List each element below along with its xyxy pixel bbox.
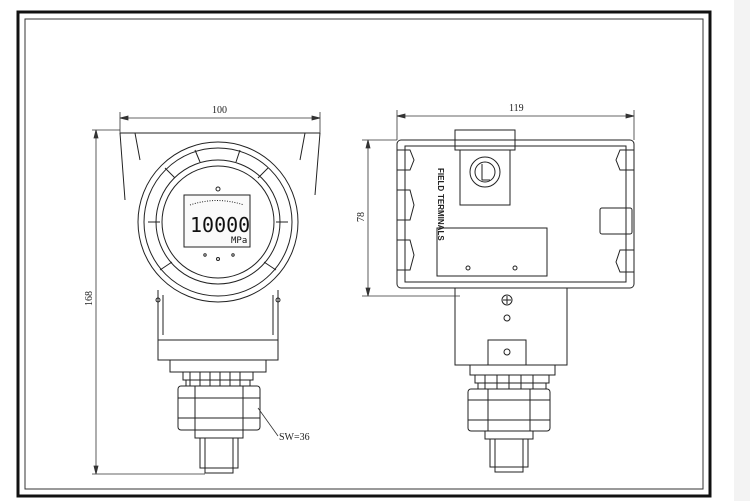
dim-overall-height: 168: [84, 291, 95, 306]
lcd-window: [183, 194, 251, 248]
dim-side-width: 119: [509, 103, 524, 114]
front-view: [119, 132, 321, 474]
side-view: [396, 129, 635, 473]
inner-frame: [24, 18, 704, 490]
label-terminals: TERMINALS: [436, 194, 445, 241]
lcd-reading: 10000: [190, 213, 250, 237]
outer-frame: [16, 10, 712, 498]
adjacent-panel-edge: [734, 0, 750, 501]
side-dimensions: [362, 110, 635, 297]
front-dimensions: [92, 112, 321, 475]
dim-housing-height: 78: [356, 212, 367, 222]
dim-front-width: 100: [212, 105, 227, 116]
dim-wrench-size: SW=36: [279, 432, 310, 443]
label-field: FIELD: [436, 168, 445, 191]
lcd-unit: MPa: [231, 236, 247, 246]
